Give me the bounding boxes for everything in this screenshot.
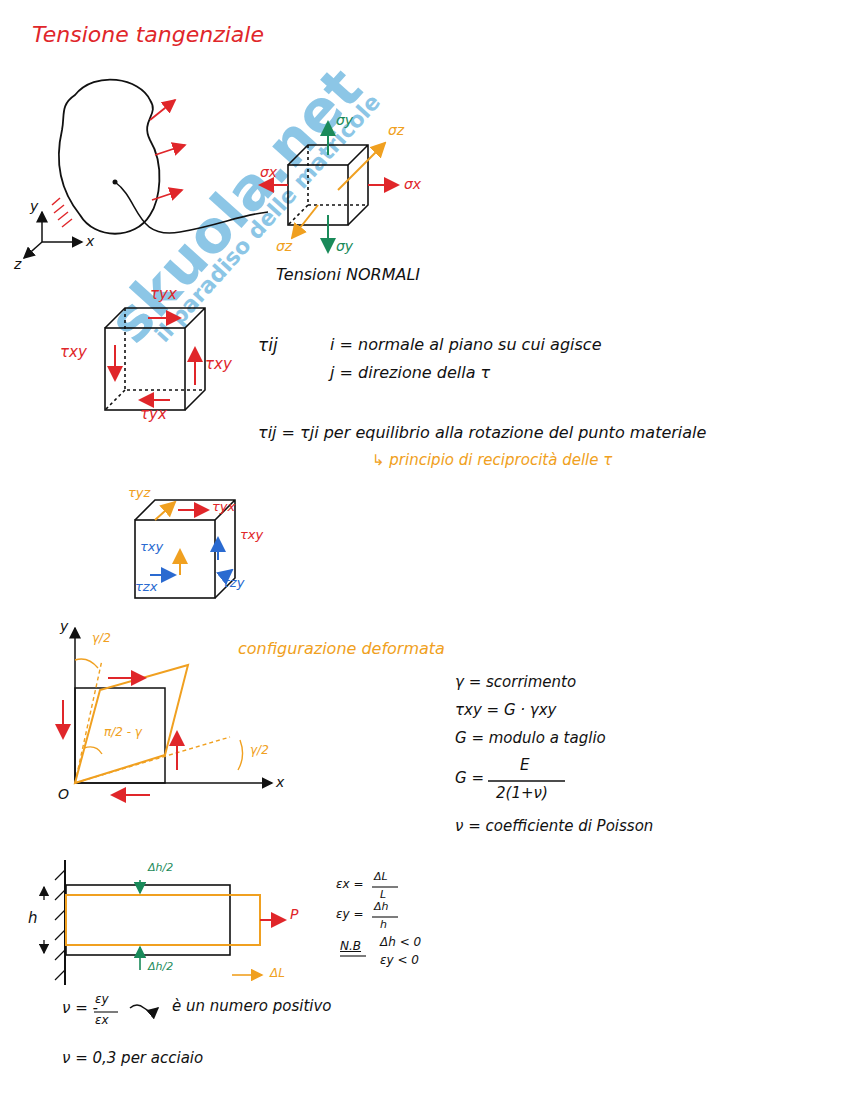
note-text: τxy	[240, 528, 263, 543]
note-text: Δh < 0	[380, 936, 421, 950]
note-text: ν = -	[62, 1000, 98, 1017]
note-text: h	[28, 910, 38, 927]
note-text: Tensioni NORMALI	[276, 266, 420, 284]
note-text: τyz	[128, 486, 150, 501]
note-text: εy < 0	[380, 954, 419, 968]
note-text: z	[14, 256, 21, 272]
note-text: τzx	[135, 580, 157, 595]
note-text: configurazione deformata	[238, 640, 445, 658]
note-text: N.B	[340, 940, 361, 954]
note-text: G =	[455, 770, 484, 787]
note-text: τyx	[212, 500, 235, 515]
note-text: σz	[276, 238, 292, 254]
note-text: εy =	[336, 908, 363, 922]
note-text: 2(1+ν)	[496, 785, 548, 802]
note-text: j = direzione della τ	[330, 364, 490, 382]
note-text: τyx	[150, 286, 177, 303]
note-text: P	[290, 906, 298, 922]
note-text: Δh/2	[148, 862, 173, 875]
note-text: ΔL	[374, 871, 388, 884]
note-text: τxy	[60, 344, 87, 361]
note-text: τij	[258, 336, 278, 356]
note-text: ν = 0,3 per acciaio	[62, 1050, 203, 1067]
note-text: E	[520, 757, 529, 774]
note-text: γ = scorrimento	[455, 674, 576, 691]
note-text: σy	[336, 238, 353, 254]
note-text: Δh	[374, 901, 389, 914]
note-text: y	[30, 198, 38, 214]
note-text: Δh/2	[148, 961, 173, 974]
note-text: τzy	[222, 576, 244, 591]
note-text: i = normale al piano su cui agisce	[330, 336, 601, 354]
note-text: L	[380, 889, 386, 902]
note-text: σx	[260, 164, 277, 180]
note-text: σx	[404, 176, 421, 192]
note-text: σy	[336, 112, 353, 128]
note-text: τxy	[140, 540, 163, 555]
note-text: ΔL	[270, 967, 285, 981]
note-text: x	[276, 774, 284, 790]
note-text: h	[380, 919, 387, 932]
note-text: τij = τji per equilibrio alla rotazione …	[258, 424, 706, 442]
note-text: σz	[388, 122, 404, 138]
note-text: è un numero positivo	[172, 998, 332, 1015]
note-text: π/2 - γ	[104, 726, 142, 740]
note-text: ν = coefficiente di Poisson	[455, 818, 653, 835]
note-text: γ/2	[92, 632, 111, 646]
note-text: G = modulo a taglio	[455, 730, 606, 747]
note-text: x	[86, 233, 94, 249]
note-text: y	[60, 618, 68, 634]
note-text: εy	[95, 993, 109, 1007]
note-text: εx =	[336, 878, 363, 892]
page-title: Tensione tangenziale	[32, 22, 264, 47]
note-text: γ/2	[250, 744, 269, 758]
note-text: τxy	[205, 356, 232, 373]
note-text: τxy = G · γxy	[455, 702, 556, 719]
note-text: ↳ principio di reciprocità delle τ	[372, 452, 612, 469]
note-text: τyx	[140, 406, 167, 423]
note-text: O	[58, 786, 69, 802]
note-text: εx	[95, 1014, 109, 1028]
